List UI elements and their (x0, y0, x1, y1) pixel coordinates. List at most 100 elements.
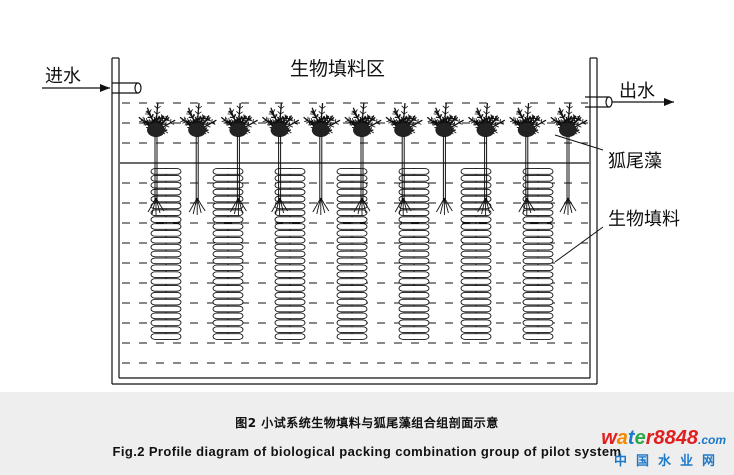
plant-leaflet (484, 118, 488, 123)
plant-leaflet (276, 116, 281, 120)
plant-leaflet (236, 105, 241, 109)
packing-column (336, 168, 368, 340)
packing-ring (212, 181, 244, 189)
packing-ring (274, 236, 306, 244)
inlet-label: 进水 (45, 66, 81, 87)
packing-ring (150, 175, 182, 182)
plant-leaflet (274, 114, 278, 119)
packing-ring (460, 209, 492, 217)
plant (220, 103, 258, 215)
packing-ring (336, 181, 368, 189)
plant-leaflet (355, 109, 358, 114)
plant-leaflet (577, 121, 579, 126)
plant-leaflet (221, 120, 226, 122)
plant-leaflet (262, 120, 267, 122)
packing-ring (522, 257, 554, 265)
plant-leaflet (458, 122, 463, 125)
packing-ring (398, 278, 430, 285)
plant-leaflet (536, 119, 541, 122)
plant-crown (270, 123, 289, 137)
plant-leaflet (314, 121, 319, 124)
plant-leaflet (232, 121, 237, 124)
plant-leaflet (398, 114, 402, 119)
packing-ring (460, 230, 492, 237)
packing-ring (522, 209, 554, 217)
plant-leaflet (483, 111, 487, 115)
plant-leaflet (194, 111, 199, 115)
plant-leaflet (431, 123, 436, 126)
plant-leaflet (198, 105, 203, 109)
plant-leaflet (239, 111, 243, 115)
watermark-letter: w (601, 427, 617, 449)
packing-ring (150, 181, 182, 189)
watermark-letter: e (634, 427, 646, 449)
plant-leaflet (313, 109, 317, 114)
packing-ring (522, 202, 554, 210)
plant-leaflet (241, 116, 243, 121)
caption-english: Fig.2 Profile diagram of biological pack… (112, 444, 622, 459)
plant-root (361, 197, 371, 212)
plant (344, 103, 382, 215)
plant-leaflet (499, 122, 504, 125)
plant-leaflet (188, 116, 193, 119)
plant-leaflet (271, 119, 273, 124)
packing-ring (274, 264, 306, 272)
plant-leaflet (576, 130, 581, 134)
watermark-letter: a (616, 427, 628, 449)
plant-leaflet (481, 118, 485, 122)
packing-ring (460, 257, 492, 265)
plant-leaflet (247, 121, 250, 126)
plant-leaflet (320, 115, 324, 120)
plant (262, 103, 300, 215)
packing-column (522, 168, 554, 340)
plant-leaflet (200, 116, 202, 121)
packing-ring (398, 326, 430, 333)
packing-ring (336, 250, 368, 258)
plant-leaflet (139, 120, 144, 122)
plant-root (320, 197, 326, 214)
watermark-letter: r (645, 427, 654, 449)
plant-leaflet (233, 114, 237, 119)
packing-ring (212, 264, 244, 272)
plant-leaflet (230, 116, 235, 119)
plant-leaflet (565, 116, 569, 120)
packing-ring (336, 333, 368, 340)
plant-leaflet (196, 115, 200, 120)
plant-leaflet (480, 114, 484, 119)
plant-leaflet (334, 118, 337, 123)
packing-ring (336, 202, 368, 210)
packing-ring (398, 243, 430, 251)
plant-leaflet (371, 119, 376, 122)
plant-leaflet (569, 105, 573, 109)
packing-ring (150, 250, 182, 258)
plant-leaflet (356, 120, 360, 123)
plant-root (439, 197, 445, 215)
plant-leaflet (436, 116, 441, 119)
plant-leaflet (522, 114, 525, 119)
packing-ring (460, 264, 492, 272)
plant-leaflet (349, 123, 354, 126)
plant-root (567, 197, 573, 214)
packing-ring (522, 305, 554, 313)
plant-leaflet (197, 111, 202, 115)
packing-column (150, 168, 182, 340)
plant-leaflet (169, 118, 172, 123)
packing-ring (336, 168, 368, 175)
plant-leaflet (303, 120, 309, 122)
packing-ring (274, 333, 306, 340)
packing-ring (336, 175, 368, 182)
profile-diagram: 进水 出水 生物填料区 狐尾藻 生物填料 (42, 57, 680, 385)
packing-ring (212, 195, 244, 203)
packing-ring (150, 333, 182, 340)
plant-leaflet (293, 122, 298, 125)
plant-root (443, 197, 449, 214)
tank-walls (111, 57, 598, 385)
packing-ring (336, 188, 368, 196)
packing-ring (522, 264, 554, 272)
plant-leaflet (192, 114, 196, 119)
packing-ring (212, 285, 244, 292)
plant-leaflet (360, 105, 364, 109)
packing-ring (336, 305, 368, 313)
packing-ring (336, 236, 368, 244)
plant-leaflet (568, 111, 573, 115)
